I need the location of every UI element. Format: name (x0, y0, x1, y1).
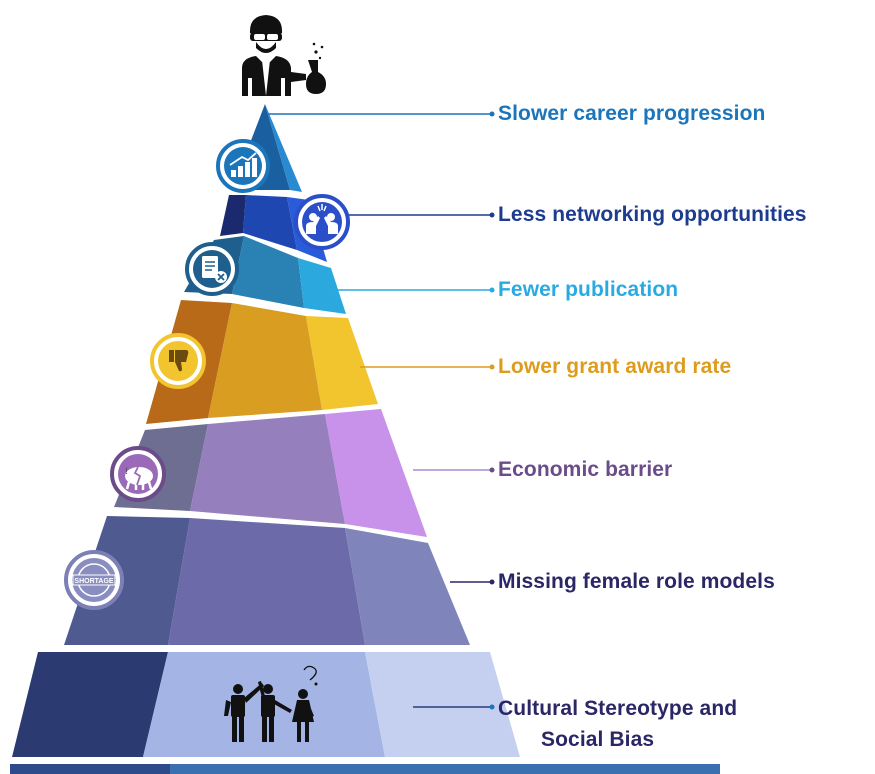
label-less-networking: Less networking opportunities (498, 203, 807, 227)
label-fewer-publication: Fewer publication (498, 278, 678, 302)
base-bar-left (10, 764, 170, 774)
label-cultural-stereotype: Cultural Stereotype and Social Bias (498, 693, 737, 755)
base-bar (10, 764, 720, 774)
networking-people-icon (294, 194, 350, 250)
thumbs-down-icon (150, 333, 206, 389)
label-slower-career: Slower career progression (498, 102, 765, 126)
label-missing-role-models: Missing female role models (498, 570, 775, 594)
rejected-document-icon (185, 242, 239, 296)
men-excluding-woman-icon (224, 665, 318, 742)
shortage-stamp-text: SHORTAGE (74, 578, 113, 585)
shortage-stamp-icon: SHORTAGE (64, 550, 124, 610)
broken-piggy-bank-icon: ! (110, 446, 166, 502)
label-lower-grant: Lower grant award rate (498, 355, 731, 379)
label-text: Slower career progression (498, 102, 766, 125)
label-text: Economic barrier (498, 458, 673, 481)
label-text-line1: Cultural Stereotype and (498, 697, 738, 720)
label-text: Less networking opportunities (498, 203, 807, 226)
label-economic-barrier: Economic barrier (498, 458, 672, 482)
label-text: Lower grant award rate (498, 355, 732, 378)
growth-chart-icon (216, 139, 270, 193)
label-text: Fewer publication (498, 278, 679, 301)
pyramid-level-6 (64, 516, 470, 645)
label-text-line2: Social Bias (541, 728, 655, 751)
label-text: Missing female role models (498, 570, 775, 593)
svg-text:!: ! (125, 466, 128, 476)
scientist-icon (242, 15, 326, 96)
